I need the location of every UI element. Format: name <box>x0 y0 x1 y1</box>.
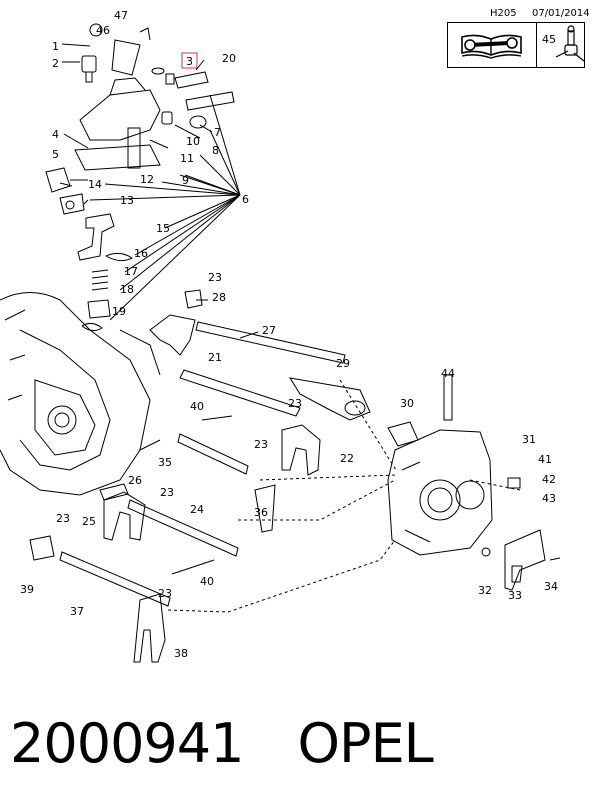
leader-lines-6 <box>89 94 241 321</box>
callout-43: 43 <box>542 492 556 505</box>
callout-24: 24 <box>190 503 204 516</box>
callout-23-top: 23 <box>208 271 222 284</box>
callout-2: 2 <box>52 57 59 70</box>
callout-42: 42 <box>542 473 556 486</box>
callout-14: 14 <box>88 178 102 191</box>
callout-16: 16 <box>134 247 148 260</box>
callout-17: 17 <box>124 265 138 278</box>
shift-tower-assembly <box>74 23 161 171</box>
repair-manual-icon <box>461 34 522 59</box>
callout-40-top: 40 <box>190 400 204 413</box>
callout-33: 33 <box>508 589 522 602</box>
brand-name: OPEL <box>297 712 434 775</box>
callout-11: 11 <box>180 152 194 165</box>
callout-27: 27 <box>262 324 276 337</box>
callout-31: 31 <box>522 433 536 446</box>
callout-23-fork: 23 <box>160 486 174 499</box>
callout-46: 46 <box>96 24 110 37</box>
callout-40-bottom: 40 <box>200 575 214 588</box>
callout-21: 21 <box>208 351 222 364</box>
callout-23-mid: 23 <box>288 397 302 410</box>
callout-28: 28 <box>212 291 226 304</box>
callout-6: 6 <box>242 193 249 206</box>
reference-number: 45 <box>542 33 556 46</box>
gearbox-housing <box>0 292 161 496</box>
gear-case-housing <box>387 374 493 556</box>
callout-22: 22 <box>340 452 354 465</box>
callout-15: 15 <box>156 222 170 235</box>
callout-26: 26 <box>128 474 142 487</box>
callout-44: 44 <box>441 367 455 380</box>
header-code: H205 <box>490 8 517 19</box>
callout-38: 38 <box>174 647 188 660</box>
callout-12: 12 <box>140 173 154 186</box>
callout-7: 7 <box>214 126 221 139</box>
dashed-leader-lines <box>167 379 521 613</box>
callout-41: 41 <box>538 453 552 466</box>
callout-19: 19 <box>112 305 126 318</box>
shift-lever-part-icon <box>555 25 585 62</box>
callout-23-bottom: 23 <box>158 587 172 600</box>
header-date: 07/01/2014 <box>532 8 590 19</box>
callout-5: 5 <box>52 148 59 161</box>
shift-rods <box>59 321 371 607</box>
reference-box: 45 <box>447 22 585 68</box>
callout-47: 47 <box>114 9 128 22</box>
callout-32: 32 <box>478 584 492 597</box>
callout-4: 4 <box>52 128 59 141</box>
callout-3: 3 <box>186 55 193 68</box>
callout-18: 18 <box>120 283 134 296</box>
callout-25: 25 <box>82 515 96 528</box>
callout-13: 13 <box>120 194 134 207</box>
callout-36: 36 <box>254 506 268 519</box>
callout-39: 39 <box>20 583 34 596</box>
callout-23-rod: 23 <box>254 438 268 451</box>
callout-20: 20 <box>222 52 236 65</box>
footer: 2000941 OPEL <box>10 712 434 775</box>
callout-37: 37 <box>70 605 84 618</box>
callout-34: 34 <box>544 580 558 593</box>
shift-forks <box>29 289 321 663</box>
callout-30: 30 <box>400 397 414 410</box>
callout-35: 35 <box>158 456 172 469</box>
exploded-parts-diagram: 47 46 1 2 3 20 4 5 7 10 8 11 12 9 14 6 1… <box>0 9 561 663</box>
callout-8: 8 <box>212 144 219 157</box>
callout-29: 29 <box>336 357 350 370</box>
part-number: 2000941 <box>10 712 244 775</box>
highlight-box-part-3 <box>181 52 198 69</box>
callout-9: 9 <box>182 174 189 187</box>
callout-1: 1 <box>52 40 59 53</box>
callout-23-pin: 23 <box>56 512 70 525</box>
callout-10: 10 <box>186 135 200 148</box>
